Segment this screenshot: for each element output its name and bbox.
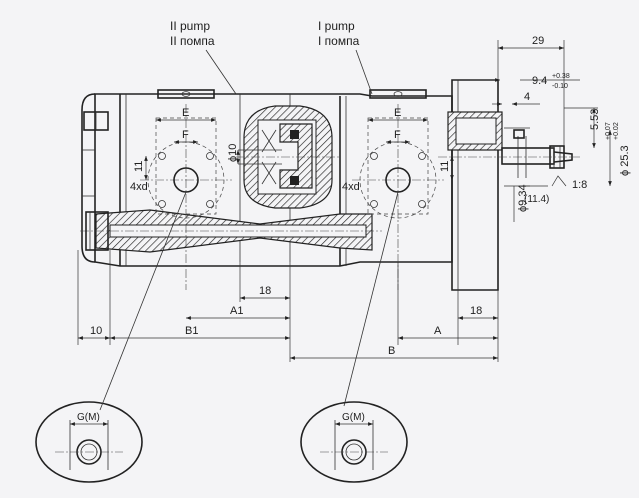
dim-11-4: (11.4) — [524, 194, 549, 205]
port2-e-label: E — [182, 107, 189, 119]
g-port-detail-left — [35, 401, 143, 483]
dim-9-34: ϕ9.34 — [517, 184, 529, 212]
dim-5-53: 5.53 — [589, 109, 601, 130]
dim-4: 4 — [524, 91, 530, 103]
leader-left — [99, 191, 187, 411]
leader-pump2 — [205, 49, 237, 95]
dim-9-4: 9.4 — [532, 75, 547, 87]
dim-a1: A1 — [230, 305, 243, 317]
pump1-label-en: I pump — [318, 19, 355, 33]
dim-10: 10 — [90, 325, 102, 337]
port1-11-label: 11 — [439, 161, 451, 172]
dim-phi10: ϕ10 — [227, 144, 239, 162]
dim-b1: B1 — [185, 325, 198, 337]
dim-taper: 1:8 — [572, 179, 587, 191]
dim-a: A — [434, 325, 442, 337]
coupling-section — [236, 105, 340, 209]
pump1-label-ru: I помпа — [318, 34, 360, 48]
dim-9-4-tol-upper: +0.38 — [552, 73, 570, 80]
port1-4xd-label: 4xd — [342, 181, 360, 193]
dim-18-right: 18 — [470, 305, 482, 317]
dim-25-3-tol-lower: +0.02 — [613, 122, 620, 140]
g-port-detail-right — [300, 401, 408, 483]
drive-shaft — [438, 111, 580, 187]
port2-11-label: 11 — [133, 161, 145, 172]
dim-25-3: ϕ 25.3 — [619, 145, 631, 176]
leader-right — [343, 191, 399, 407]
port1-e-label: E — [394, 107, 401, 119]
dim-9-4-tol-lower: -0.10 — [552, 83, 568, 90]
tie-rod — [80, 209, 382, 253]
dimension-lines — [77, 40, 612, 362]
port-pump-2 — [140, 104, 232, 290]
pump2-label-en: II pump — [170, 19, 210, 33]
pump2-label-ru: II помпа — [170, 34, 215, 48]
port1-f-label: F — [394, 129, 401, 141]
dim-29: 29 — [532, 35, 544, 47]
leader-pump1 — [355, 49, 373, 95]
detail-left-gm: G(M) — [77, 412, 100, 423]
dim-b: B — [388, 345, 395, 357]
annotation-text: II pump II помпа I pump I помпа E F 11 4… — [77, 19, 631, 423]
port2-f-label: F — [182, 129, 189, 141]
dim-25-3-tol-upper: +0.07 — [605, 122, 612, 140]
port2-4xd-label: 4xd — [130, 181, 148, 193]
detail-right-gm: G(M) — [342, 412, 365, 423]
dim-18-center: 18 — [259, 285, 271, 297]
